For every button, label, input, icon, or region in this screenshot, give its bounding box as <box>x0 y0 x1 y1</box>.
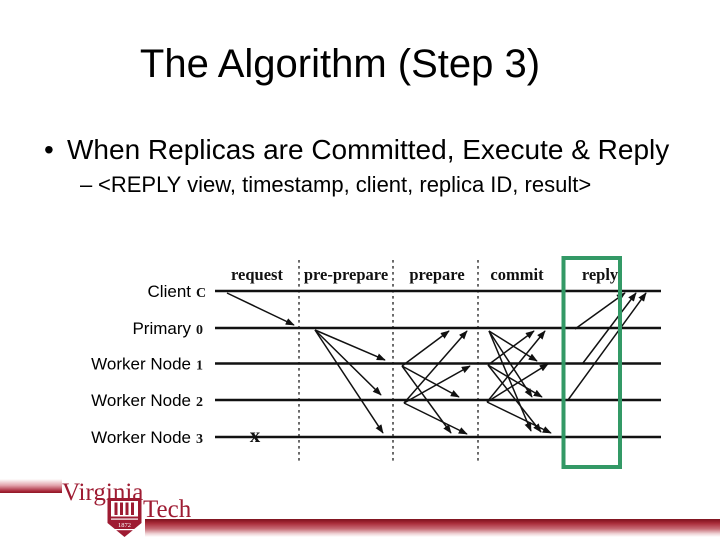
message-pre-prepare-0-to-3 <box>314 329 384 434</box>
phase-label-commit: commit <box>490 265 544 284</box>
message-prepare-2-to-0 <box>403 330 468 404</box>
failed-node-mark: x <box>250 423 261 447</box>
message-reply-1-to-C <box>582 292 637 364</box>
node-label-3: Worker Node <box>91 428 191 447</box>
sub-bullet-text: <REPLY view, timestamp, client, replica … <box>98 172 592 197</box>
phase-label-request: request <box>231 265 283 284</box>
node-label-1: Worker Node <box>91 355 191 374</box>
footer-gradient-bar-left <box>0 479 62 493</box>
bullet-marker: • <box>44 134 54 165</box>
footer-gradient-bar-bottom <box>145 519 720 537</box>
vt-logo-word-tech: Tech <box>143 496 192 523</box>
message-request-C-to-0 <box>226 292 295 326</box>
vt-shield-icon: 1872 <box>107 498 142 537</box>
message-prepare-1-to-0 <box>401 330 450 367</box>
slide-title: The Algorithm (Step 3) <box>139 42 541 86</box>
message-reply-2-to-C <box>567 292 647 401</box>
message-commit-2-to-1 <box>486 363 549 403</box>
sub-bullet-dash: – <box>80 172 93 197</box>
node-label-2: Worker Node <box>91 391 191 410</box>
message-commit-1-to-0 <box>487 330 535 366</box>
bullet-text: When Replicas are Committed, Execute & R… <box>67 134 670 165</box>
phase-label-pre-prepare: pre-prepare <box>304 265 388 284</box>
message-commit-2-to-3 <box>486 401 552 434</box>
message-commit-1-to-3 <box>487 364 542 433</box>
shield-year: 1872 <box>118 522 131 529</box>
node-id-0: 0 <box>196 323 203 338</box>
node-label-C: Client <box>148 282 192 301</box>
phase-label-reply: reply <box>582 265 619 284</box>
message-prepare-2-to-3 <box>403 402 468 435</box>
message-prepare-2-to-1 <box>403 365 471 404</box>
message-pre-prepare-0-to-1 <box>314 329 386 361</box>
message-commit-2-to-0 <box>486 330 546 403</box>
node-id-2: 2 <box>196 395 203 410</box>
message-pre-prepare-0-to-2 <box>314 329 382 396</box>
node-id-C: C <box>196 286 206 301</box>
message-commit-1-to-2 <box>487 364 543 398</box>
message-reply-0-to-C <box>574 292 626 330</box>
message-prepare-1-to-2 <box>401 365 460 398</box>
message-commit-0-to-3 <box>488 330 532 432</box>
reply-highlight-box <box>561 256 622 469</box>
phase-label-prepare: prepare <box>409 265 464 284</box>
node-id-3: 3 <box>196 432 203 447</box>
node-id-1: 1 <box>196 359 203 374</box>
node-label-0: Primary <box>132 319 191 338</box>
